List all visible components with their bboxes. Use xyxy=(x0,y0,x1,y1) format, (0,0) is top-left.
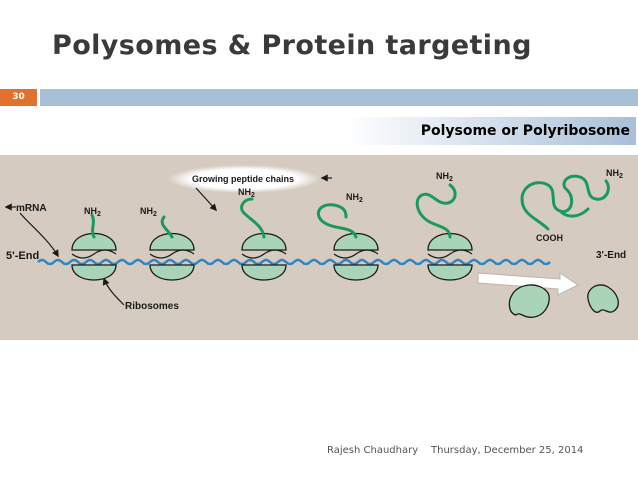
ribosome-5 xyxy=(427,232,473,281)
peptide-chain-2 xyxy=(160,215,174,239)
five-end-label: 5'-End xyxy=(6,250,39,262)
footer-author: Rajesh Chaudhary xyxy=(327,445,419,456)
released-protein-chain xyxy=(520,174,610,231)
released-subunit-small xyxy=(508,284,550,318)
peptide-chain-3 xyxy=(240,197,266,239)
footer-date: Thursday, December 25, 2014 xyxy=(431,445,584,456)
mrna-label: mRNA xyxy=(16,203,47,214)
ribosome-4 xyxy=(333,232,379,281)
peptide-chain-5 xyxy=(415,183,457,239)
nh2-label-4: NH2 xyxy=(346,192,363,204)
slide-title: Polysomes & Protein targeting xyxy=(52,30,532,61)
peptide-chain-1 xyxy=(90,213,96,239)
ribosome-3 xyxy=(241,232,287,281)
slide-subtitle: Polysome or Polyribosome xyxy=(345,117,636,145)
growing-chains-arrow xyxy=(195,187,217,212)
label-highlight xyxy=(168,165,320,193)
three-end-label: 3'-End xyxy=(596,250,626,261)
mrna-strand xyxy=(37,258,551,266)
growing-chains-label: Growing peptide chains xyxy=(192,174,294,184)
polysome-diagram: 5'-End 3'-End mRNA Growing peptide chain… xyxy=(0,155,638,340)
mrna-pointer-arrow xyxy=(19,212,59,258)
nh2-label-1: NH2 xyxy=(84,206,101,218)
peptide-chain-4 xyxy=(317,203,358,239)
nh2-label-6: NH2 xyxy=(606,168,623,180)
slide-number-badge: 30 xyxy=(0,89,37,106)
title-divider-bar xyxy=(40,89,638,106)
released-subunit-large xyxy=(587,284,619,313)
nh2-label-2: NH2 xyxy=(140,206,157,218)
nh2-label-3: NH2 xyxy=(238,187,255,199)
nh2-label-5: NH2 xyxy=(436,171,453,183)
cooh-label: COOH xyxy=(536,233,563,243)
ribosome-2 xyxy=(149,232,195,281)
release-arrow xyxy=(477,272,579,296)
ribosomes-label: Ribosomes xyxy=(125,301,179,312)
ribosomes-pointer-arrow xyxy=(102,277,125,306)
ribosome-1 xyxy=(71,232,117,281)
